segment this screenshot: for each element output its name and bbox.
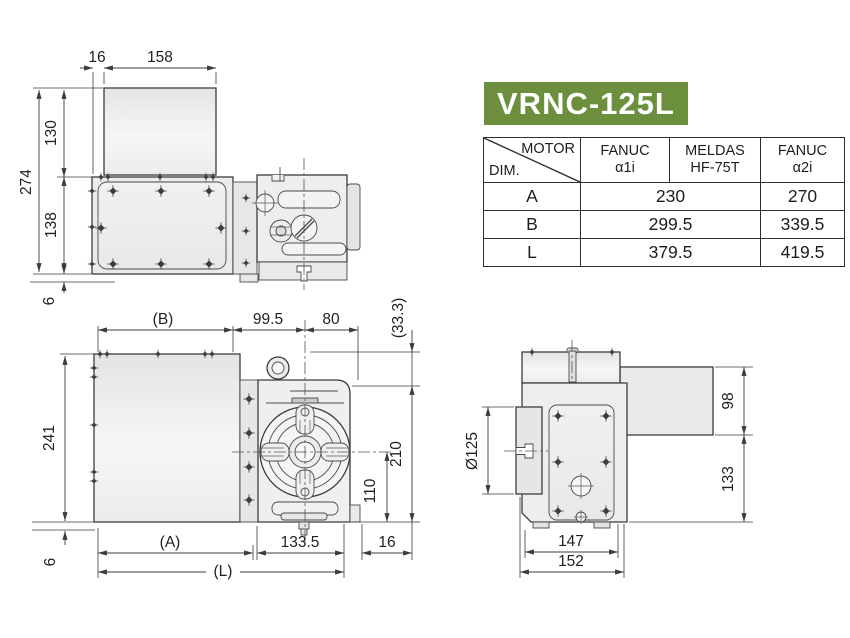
row-l-alt-value: 419.5 (760, 238, 845, 267)
dim-top-height-lower: 138 (43, 212, 60, 238)
dim-front-offset: 16 (378, 534, 395, 551)
top-view: 16 158 274 130 138 6 (18, 49, 361, 306)
front-view-dimensions: (B) 99.5 80 (33.3) 210 110 241 6 (32, 298, 420, 580)
dim-side-dia: Ø125 (464, 432, 481, 470)
dim-front-height-right: 210 (388, 441, 405, 467)
bottom-pin-tip (300, 528, 308, 536)
label-mask (206, 563, 240, 578)
link-plate-top (232, 181, 258, 275)
table-corner-cell: MOTOR DIM. (484, 138, 580, 182)
table-row: B 299.5 339.5 (483, 210, 845, 239)
dim-front-base: 6 (42, 558, 59, 567)
col-header-line1: FANUC (600, 143, 650, 160)
foot-left-side (532, 521, 550, 529)
foot-block-front (349, 504, 361, 523)
col-header-fanuc-a1i: FANUC α1i (580, 137, 670, 183)
pin-side (568, 350, 577, 383)
dim-front-center-left: 99.5 (253, 311, 283, 328)
top-notch (271, 175, 285, 182)
dim-front-height: 241 (41, 425, 58, 451)
row-a-alt-value: 270 (760, 182, 845, 211)
body-panel-top (97, 181, 227, 270)
bottom-pin (298, 521, 310, 530)
side-view-dimensions: Ø125 98 133 147 152 (464, 366, 753, 578)
table-row: L 379.5 419.5 (483, 238, 845, 267)
lower-boss-top (281, 242, 347, 256)
table-row: A 230 270 (483, 182, 845, 211)
crosshair-port-icon (252, 190, 278, 216)
dim-top-height-upper: 130 (43, 120, 60, 146)
motor-housing-front (93, 353, 241, 523)
dim-front-head-width: 133.5 (281, 534, 320, 551)
corner-motor-label: MOTOR (521, 141, 575, 157)
dim-front-l: (L) (214, 563, 233, 580)
clamp-knob-icon (269, 219, 293, 243)
motor-dimension-table: MOTOR DIM. FANUC α1i MELDAS HF-75T FANUC… (483, 137, 845, 267)
corner-dim-label: DIM. (489, 163, 520, 179)
col-header-line2: α1i (615, 160, 635, 176)
side-view: Ø125 98 133 147 152 (464, 340, 753, 578)
dim-front-center-height: 110 (362, 478, 379, 503)
foot-right-side (593, 521, 611, 529)
crosshair-port-side (568, 473, 594, 524)
dim-side-overall-width: 152 (558, 553, 584, 570)
col-header-line2: α2i (792, 160, 813, 176)
row-a-dim: A (483, 182, 581, 211)
row-l-shared-value: 379.5 (580, 238, 761, 267)
col-header-line1: MELDAS (685, 143, 745, 160)
dim-front-overhang: (33.3) (390, 298, 407, 339)
row-l-dim: L (483, 238, 581, 267)
row-b-alt-value: 339.5 (760, 210, 845, 239)
clamp-boss-top (277, 190, 341, 209)
col-header-line2: HF-75T (690, 160, 740, 176)
dim-front-center-right: 80 (322, 311, 340, 328)
t-slot-profile-side (515, 443, 534, 459)
row-b-shared-value: 299.5 (580, 210, 761, 239)
dim-side-body-height: 133 (720, 466, 737, 492)
col-header-fanuc-a2i: FANUC α2i (760, 137, 845, 183)
head-cap-top (346, 183, 361, 251)
motor-housing-side (619, 366, 714, 436)
dim-top-offset: 16 (88, 49, 105, 66)
row-b-dim: B (483, 210, 581, 239)
top-view-dimensions: 16 158 274 130 138 6 (18, 49, 217, 306)
dim-front-a: (A) (160, 534, 181, 551)
clamp-knob-inner (271, 361, 285, 375)
dim-top-height-total: 274 (18, 169, 35, 195)
model-title: VRNC-125L (497, 85, 675, 121)
dim-side-motor-height: 98 (720, 392, 737, 409)
dim-front-b: (B) (153, 311, 174, 328)
motor-cover-top (103, 87, 217, 176)
dim-top-base: 6 (41, 297, 58, 306)
col-header-line1: FANUC (777, 143, 828, 160)
model-title-badge: VRNC-125L (484, 82, 688, 125)
col-header-meldas: MELDAS HF-75T (669, 137, 761, 183)
slide-plate-front (280, 512, 328, 521)
front-view: (B) 99.5 80 (33.3) 210 110 241 6 (32, 298, 420, 580)
diagonal-divider (484, 138, 580, 182)
dim-side-body-width: 147 (558, 533, 584, 550)
row-a-shared-value: 230 (580, 182, 761, 211)
foot-top (239, 273, 259, 283)
dim-top-cover-width: 158 (147, 49, 173, 66)
